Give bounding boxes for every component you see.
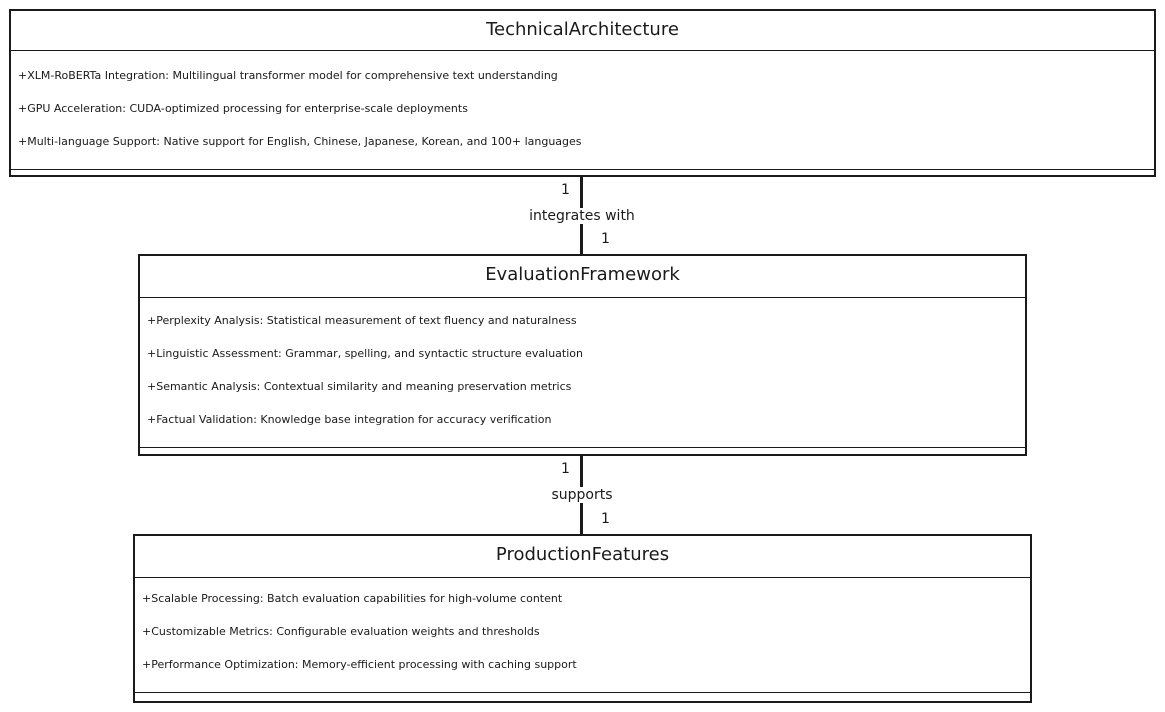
class-attributes: +Scalable Processing: Batch evaluation c… bbox=[135, 578, 1030, 693]
class-attribute: +Multi-language Support: Native support … bbox=[18, 135, 582, 148]
class-attribute: +Scalable Processing: Batch evaluation c… bbox=[142, 592, 563, 605]
class-attribute: +XLM-RoBERTa Integration: Multilingual t… bbox=[18, 69, 558, 82]
class-attributes: +XLM-RoBERTa Integration: Multilingual t… bbox=[11, 51, 1154, 170]
class-attribute: +Perplexity Analysis: Statistical measur… bbox=[147, 314, 577, 327]
class-production-features: ProductionFeatures +Scalable Processing:… bbox=[133, 534, 1032, 703]
relationship-label: supports bbox=[542, 487, 622, 503]
relationship-label: integrates with bbox=[518, 208, 646, 224]
target-multiplicity: 1 bbox=[601, 511, 610, 527]
class-title: ProductionFeatures bbox=[135, 536, 1030, 578]
class-attribute: +Performance Optimization: Memory-effici… bbox=[142, 658, 577, 671]
source-multiplicity: 1 bbox=[561, 182, 570, 198]
class-technical-architecture: TechnicalArchitecture +XLM-RoBERTa Integ… bbox=[9, 9, 1156, 177]
target-multiplicity: 1 bbox=[601, 231, 610, 247]
class-attributes: +Perplexity Analysis: Statistical measur… bbox=[140, 298, 1025, 448]
class-methods bbox=[140, 448, 1025, 454]
class-attribute: +Semantic Analysis: Contextual similarit… bbox=[147, 380, 572, 393]
class-attribute: +Customizable Metrics: Configurable eval… bbox=[142, 625, 540, 638]
source-multiplicity: 1 bbox=[561, 461, 570, 477]
class-methods bbox=[11, 170, 1154, 175]
class-attribute: +Linguistic Assessment: Grammar, spellin… bbox=[147, 347, 583, 360]
class-evaluation-framework: EvaluationFramework +Perplexity Analysis… bbox=[138, 254, 1027, 456]
class-attribute: +Factual Validation: Knowledge base inte… bbox=[147, 413, 552, 426]
class-title: EvaluationFramework bbox=[140, 256, 1025, 298]
class-attribute: +GPU Acceleration: CUDA-optimized proces… bbox=[18, 102, 468, 115]
class-methods bbox=[135, 693, 1030, 701]
class-title: TechnicalArchitecture bbox=[11, 11, 1154, 51]
